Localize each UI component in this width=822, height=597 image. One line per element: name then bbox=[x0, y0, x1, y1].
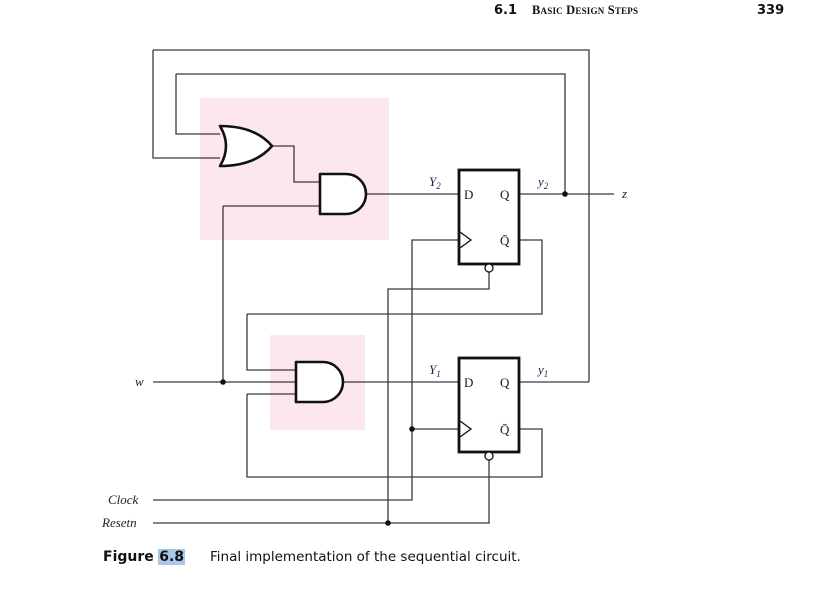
junction-y2 bbox=[562, 191, 568, 197]
input-clock-label: Clock bbox=[108, 492, 139, 507]
ff2-q-pin: Q bbox=[500, 187, 510, 202]
label-y2: y2 bbox=[536, 174, 549, 191]
figure-caption: Figure 6.8 Final implementation of the s… bbox=[103, 549, 521, 565]
wire-y1-to-or bbox=[152, 50, 220, 159]
section-title: Basic Design Steps bbox=[532, 3, 639, 17]
input-resetn-label: Resetn bbox=[101, 515, 137, 530]
output-z-label: z bbox=[621, 186, 627, 201]
ff2-qbar-pin: Q̄ bbox=[500, 233, 510, 248]
flip-flop-y2: D Q Q̄ bbox=[457, 168, 521, 273]
label-Y1: Y1 bbox=[429, 362, 441, 379]
wire-y2bar-to-bottom-and bbox=[247, 239, 543, 315]
wire-y2-feedback bbox=[176, 73, 566, 194]
ff1-q-pin: Q bbox=[500, 375, 510, 390]
wire-resetn-ff1 bbox=[153, 460, 490, 524]
ff1-clock-icon bbox=[459, 420, 473, 438]
and-gate-top bbox=[318, 172, 368, 216]
wire-or-to-and bbox=[272, 145, 320, 183]
ff1-d-pin: D bbox=[464, 375, 473, 390]
label-Y2: Y2 bbox=[429, 174, 441, 191]
wire-y1-feedback-outer bbox=[153, 49, 590, 382]
figure-number: 6.8 bbox=[158, 549, 186, 565]
page-number: 339 bbox=[757, 3, 785, 18]
page-header: 6.1 Basic Design Steps 339 bbox=[0, 3, 822, 23]
wire-y2bar-input bbox=[246, 314, 296, 371]
and-gate-bottom bbox=[294, 360, 345, 404]
junction-w bbox=[220, 379, 226, 385]
ff2-reset-bubble bbox=[484, 263, 494, 273]
ff2-d-pin: D bbox=[464, 187, 473, 202]
section-number: 6.1 bbox=[494, 3, 518, 18]
ff2-clock-icon bbox=[459, 231, 473, 249]
wire-y1bar-feedback bbox=[246, 394, 543, 478]
ff1-body bbox=[457, 356, 521, 454]
input-w-label: w bbox=[135, 374, 144, 389]
or-gate bbox=[218, 124, 274, 168]
wire-y2-to-or bbox=[175, 74, 220, 135]
flip-flop-y1: D Q Q̄ bbox=[457, 356, 521, 461]
ff2-body bbox=[457, 168, 521, 266]
junction-clock bbox=[409, 426, 415, 432]
figure-word: Figure bbox=[103, 549, 154, 565]
label-y1: y1 bbox=[536, 362, 548, 379]
ff1-qbar-pin: Q̄ bbox=[500, 422, 510, 437]
wire-resetn-ff2 bbox=[387, 272, 490, 523]
ff1-reset-bubble bbox=[484, 451, 494, 461]
junction-resetn bbox=[385, 520, 391, 526]
caption-text: Final implementation of the sequential c… bbox=[210, 549, 521, 565]
wire-clock bbox=[153, 239, 459, 501]
